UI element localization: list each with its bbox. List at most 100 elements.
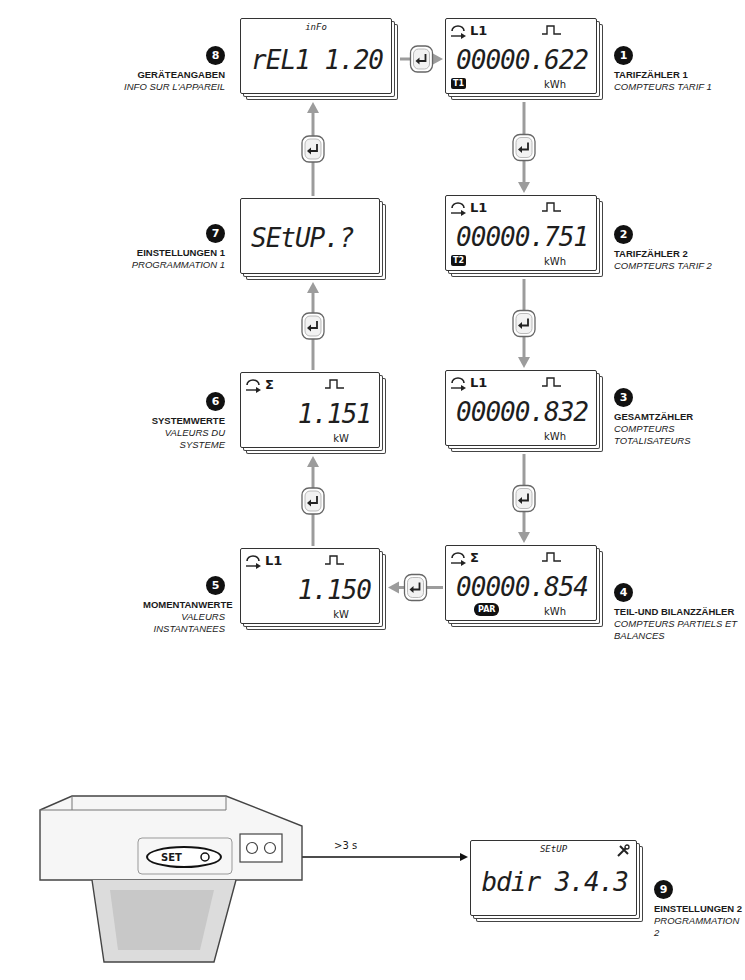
button-plate (138, 838, 232, 874)
flow-arrow (513, 102, 535, 193)
button-body (302, 313, 324, 339)
enter-glyph (310, 144, 317, 151)
caption-french: COMPTEURS PARTIELS ET BALANCES (614, 618, 739, 642)
enter-glyph (310, 321, 317, 328)
display-main: 00000.854 (456, 572, 588, 602)
rotate-icon (449, 22, 469, 40)
callout-number: 2 (614, 225, 633, 244)
flow-arrow (302, 456, 324, 546)
button-body (513, 311, 535, 337)
enter-glyph-head (307, 500, 311, 507)
caption-french: PROGRAMMATION 1 (125, 259, 225, 271)
enter-glyph-head (307, 148, 311, 155)
display-top: Σ (470, 550, 479, 565)
terminal-block (240, 834, 282, 862)
arrow-head (432, 53, 443, 65)
display-badge: T2 (451, 255, 466, 266)
display-unit: kW (333, 609, 349, 620)
enter-glyph-head (307, 325, 311, 332)
callout-number: 3 (614, 388, 633, 407)
display-main: 1.150 (298, 575, 371, 605)
enter-button (302, 136, 324, 162)
display-top: Σ (265, 377, 274, 392)
flow-arrow (513, 279, 535, 368)
button-body (302, 136, 324, 162)
terminal-screw (247, 843, 258, 854)
button-face (305, 491, 321, 511)
enter-glyph (310, 496, 317, 503)
rotate-icon (449, 549, 469, 567)
pulse-icon (542, 551, 562, 563)
lcd-screen: inForEL1 1.20GERÄTEANGABENINFO SUR L'APP… (240, 18, 392, 94)
caption-german: TARIFZÄHLER 2 (614, 248, 739, 260)
display-unit: kWh (544, 256, 566, 267)
display-main: 1.151 (298, 399, 371, 429)
housing-edge (40, 796, 226, 810)
button-body (513, 135, 535, 161)
enter-button (302, 313, 324, 339)
caption-german: GESAMTZÄHLER (614, 411, 739, 423)
enter-glyph (521, 494, 528, 501)
display-unit: kWh (544, 79, 566, 90)
rotate-icon (449, 374, 469, 392)
arrow-head (307, 282, 319, 293)
flow-arrow (302, 102, 324, 196)
enter-glyph (419, 54, 426, 61)
terminal-screw (265, 843, 276, 854)
screen-caption: TARIFZÄHLER 1COMPTEURS TARIF 1 (614, 69, 739, 93)
button-face (408, 578, 424, 598)
flow-arrow (513, 454, 535, 543)
display-top: L1 (470, 200, 487, 215)
callout-number: 8 (206, 46, 225, 65)
flow-arrow (388, 575, 443, 601)
enter-button (405, 575, 427, 601)
arrow-head (460, 853, 468, 861)
set-button: SET (146, 846, 222, 868)
rotate-icon (244, 552, 264, 570)
caption-german: GERÄTEANGABEN (113, 69, 225, 81)
display-mainc: SEtUP.? (251, 223, 354, 253)
button-dot (199, 851, 211, 863)
caption-german: TEIL-UND BILANZZÄHLER (614, 606, 739, 618)
screen-caption: EINSTELLUNGEN 2PROGRAMMATION 2 (654, 903, 744, 939)
display-unit: kW (333, 433, 349, 444)
enter-glyph-head (518, 322, 522, 329)
button-body (513, 486, 535, 512)
pulse-icon (542, 376, 562, 388)
lcd-screen: Σ1.151kWSYSTEMWERTEVALEURS DU SYSTEME (240, 372, 380, 448)
tool-icon (616, 844, 630, 858)
lcd-screen: L11.150kWMOMENTANWERTEVALEURS INSTANTANE… (240, 548, 380, 624)
enter-button (513, 486, 535, 512)
lcd-screen: L100000.751kWhT2TARIFZÄHLER 2COMPTEURS T… (445, 195, 597, 271)
display-small: SEtUP (540, 844, 567, 854)
enter-button (411, 46, 433, 72)
rotate-icon (449, 199, 469, 217)
arrow-head (388, 582, 399, 594)
caption-german: SYSTEMWERTE (125, 415, 225, 427)
enter-glyph (413, 583, 420, 590)
lcd-screen: SEtUP.?EINSTELLUNGEN 1PROGRAMMATION 1 (240, 198, 380, 274)
arrow-head (518, 357, 530, 368)
caption-french: PROGRAMMATION 2 (654, 915, 744, 939)
pulse-icon (542, 24, 562, 36)
callout-number: 4 (614, 583, 633, 602)
caption-german: TARIFZÄHLER 1 (614, 69, 739, 81)
enter-glyph (521, 143, 528, 150)
caption-french: COMPTEURS TARIF 1 (614, 81, 739, 93)
callout-number: 5 (206, 576, 225, 595)
callout-number: 6 (206, 392, 225, 411)
pulse-icon (325, 378, 345, 390)
display-unit: kWh (544, 431, 566, 442)
display-main: rEL1 1.20 (251, 45, 383, 75)
lcd-screen: L100000.622kWhT1TARIFZÄHLER 1COMPTEURS T… (445, 18, 597, 94)
caption-french: VALEURS DU SYSTEME (125, 427, 225, 451)
screen-caption: MOMENTANWERTEVALEURS INSTANTANEES (143, 599, 225, 635)
pulse-icon (325, 554, 345, 566)
screen-caption: GESAMTZÄHLERCOMPTEURS TOTALISATEURS (614, 411, 739, 447)
display-small: inFo (305, 22, 327, 32)
display-badge: T1 (451, 78, 466, 89)
button-body (405, 575, 427, 601)
button-body (302, 488, 324, 514)
screen-caption: EINSTELLUNGEN 1PROGRAMMATION 1 (125, 247, 225, 271)
